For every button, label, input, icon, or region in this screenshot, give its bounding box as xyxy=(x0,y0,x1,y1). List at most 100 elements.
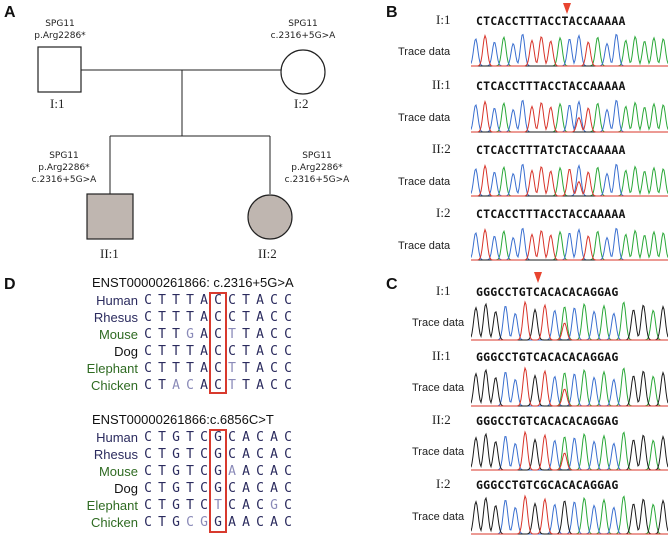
base: A xyxy=(270,447,278,462)
base: C xyxy=(144,327,152,342)
base: T xyxy=(242,327,250,342)
base: T xyxy=(158,327,166,342)
base: C xyxy=(284,378,292,393)
species-mouse: Mouse xyxy=(98,327,138,342)
base: C xyxy=(270,361,278,376)
base: C xyxy=(214,310,222,325)
alignment-1-highlight-box xyxy=(209,292,227,394)
trace-g xyxy=(471,496,668,535)
b-row1-sample: I:1 xyxy=(436,12,451,27)
ii1-variant-2: c.2316+5G>A xyxy=(31,175,97,185)
c-row1-trace-label: Trace data xyxy=(412,317,465,329)
base: G xyxy=(172,481,180,496)
panel-label-a: A xyxy=(4,4,16,21)
base: C xyxy=(284,515,292,530)
base: T xyxy=(214,498,222,513)
base: C xyxy=(284,310,292,325)
base: G xyxy=(172,447,180,462)
trace-c xyxy=(471,227,668,261)
base: C xyxy=(200,464,208,479)
trace-g xyxy=(471,432,668,471)
species-human: Human xyxy=(96,293,138,308)
b-row1-trace-label: Trace data xyxy=(398,46,451,58)
base: T xyxy=(228,361,236,376)
base: G xyxy=(172,430,180,445)
alignment-2-highlight-box xyxy=(209,429,227,533)
trace-t xyxy=(471,430,668,471)
b-row2-sample: II:1 xyxy=(432,77,451,92)
i2-variant: c.2316+5G>A xyxy=(270,31,336,41)
base: A xyxy=(200,310,208,325)
trace-a xyxy=(471,165,668,197)
base: C xyxy=(144,447,152,462)
base: T xyxy=(228,327,236,342)
c-row1-seq: GGGCCTGTCACACACAGGAG xyxy=(476,285,619,299)
base: T xyxy=(158,293,166,308)
pedigree-lines xyxy=(37,46,326,240)
b-row3-seq: CTCACCTTTATCTACCAAAAA xyxy=(476,143,626,157)
base: C xyxy=(214,361,222,376)
base: C xyxy=(270,378,278,393)
c-row3-seq: GGGCCTGTCACACACAGGAG xyxy=(476,414,619,428)
base: C xyxy=(214,378,222,393)
base: G xyxy=(214,481,222,496)
b-row4-trace xyxy=(471,227,668,261)
c-row4-trace-label: Trace data xyxy=(412,511,465,523)
base: T xyxy=(172,361,180,376)
base: A xyxy=(256,327,264,342)
base: C xyxy=(284,498,292,513)
base: A xyxy=(200,344,208,359)
base: T xyxy=(172,327,180,342)
trace-c xyxy=(471,99,668,133)
trace-g xyxy=(471,302,668,341)
base: T xyxy=(186,447,194,462)
pedigree-male-i1 xyxy=(37,46,82,93)
base: A xyxy=(256,378,264,393)
b-row1-trace xyxy=(471,33,668,67)
species-dog: Dog xyxy=(114,344,138,359)
base: T xyxy=(158,310,166,325)
base: A xyxy=(228,515,236,530)
c-row3-trace xyxy=(471,430,668,471)
trace-a xyxy=(471,431,668,471)
pedigree-male-ii1 xyxy=(86,193,134,240)
base: T xyxy=(186,481,194,496)
base: C xyxy=(270,293,278,308)
base: A xyxy=(242,430,250,445)
base: G xyxy=(172,498,180,513)
base: G xyxy=(200,515,208,530)
i1-gene: SPG11 xyxy=(45,19,75,29)
base: A xyxy=(200,293,208,308)
base: A xyxy=(242,447,250,462)
species-mouse: Mouse xyxy=(98,464,138,479)
base: C xyxy=(144,361,152,376)
base: C xyxy=(200,447,208,462)
base: C xyxy=(214,293,222,308)
base: C xyxy=(200,498,208,513)
base: A xyxy=(270,430,278,445)
b-row1-seq: CTCACCTTTACCTACCAAAAA xyxy=(476,14,626,28)
base: C xyxy=(284,481,292,496)
base: T xyxy=(186,310,194,325)
base: A xyxy=(256,344,264,359)
base: C xyxy=(256,498,264,513)
ii1-label: II:1 xyxy=(100,246,119,261)
base: C xyxy=(284,361,292,376)
base: T xyxy=(242,378,250,393)
species-rhesus: Rhesus xyxy=(93,310,138,325)
base: A xyxy=(172,378,180,393)
base: T xyxy=(186,464,194,479)
base: T xyxy=(242,344,250,359)
base: C xyxy=(256,481,264,496)
base: C xyxy=(186,515,194,530)
variant-marker-b xyxy=(563,3,571,14)
base: A xyxy=(200,327,208,342)
base: C xyxy=(256,447,264,462)
trace-t xyxy=(471,227,668,261)
base: C xyxy=(284,344,292,359)
